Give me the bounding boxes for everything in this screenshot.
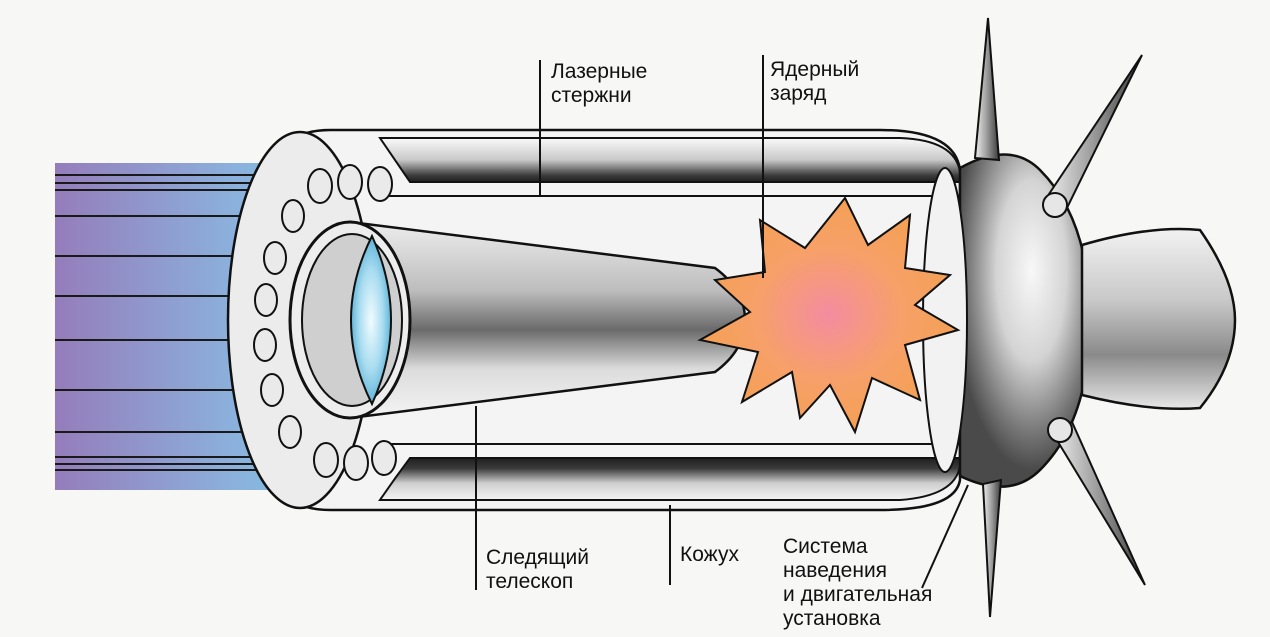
label-casing: Кожух [680, 543, 739, 566]
engine-nozzle [1080, 227, 1237, 411]
label-guidance-system: Система наведения и двигательная установ… [783, 535, 933, 630]
warhead-sphere [922, 153, 1092, 488]
label-tracking-telescope: Следящий телескоп [486, 546, 590, 593]
rod-ends [253, 164, 397, 481]
label-laser-rods: Лазерные стержни [551, 60, 648, 107]
label-nuclear-charge: Ядерный заряд [770, 58, 860, 105]
tracking-telescope [288, 220, 747, 420]
guidance-spikes [973, 17, 1146, 618]
nuclear-explosion [697, 196, 961, 435]
leader-lines [475, 55, 969, 590]
laser-rod-bottom [378, 443, 961, 501]
